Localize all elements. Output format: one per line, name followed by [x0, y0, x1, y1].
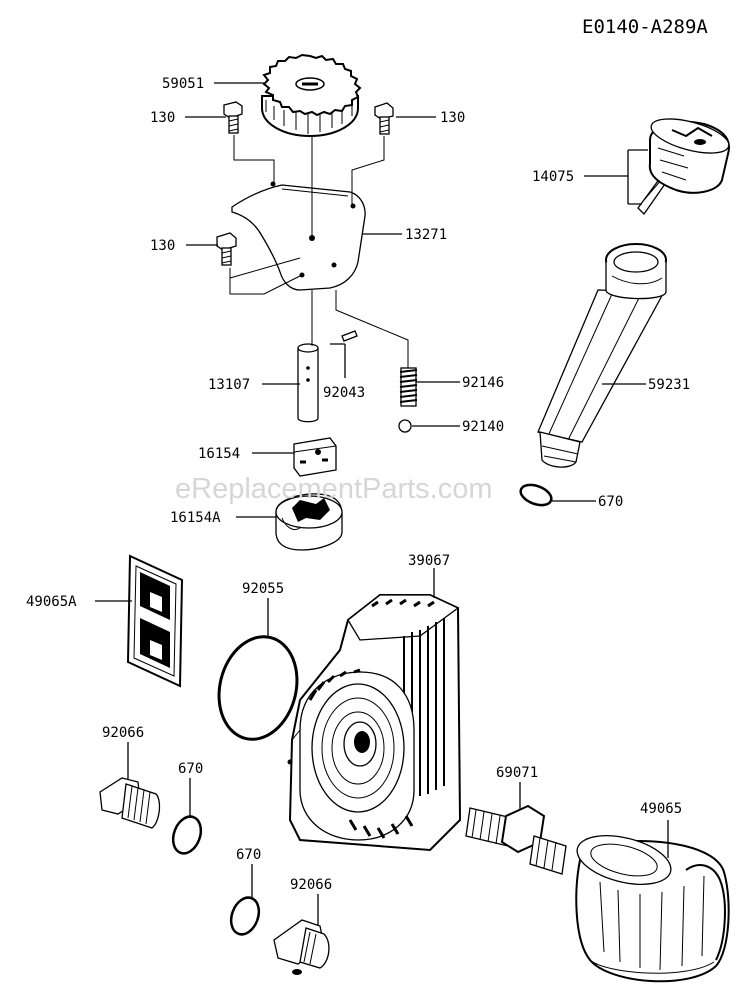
- label-92055: 92055: [242, 581, 284, 597]
- label-92146: 92146: [462, 375, 504, 391]
- label-14075: 14075: [532, 169, 574, 185]
- pin-92043[interactable]: [341, 330, 358, 342]
- label-59051: 59051: [162, 76, 204, 92]
- diagram-code: E0140-A289A: [582, 16, 708, 38]
- label-69071: 69071: [496, 765, 538, 781]
- label-670-a: 670: [598, 494, 623, 510]
- watermark: eReplacementParts.com: [175, 473, 493, 505]
- label-13107: 13107: [208, 377, 250, 393]
- label-92066-a: 92066: [102, 725, 144, 741]
- label-670-b: 670: [178, 761, 203, 777]
- label-16154A: 16154A: [170, 510, 221, 526]
- label-59231: 59231: [648, 377, 690, 393]
- filler-tube-59231[interactable]: [537, 243, 667, 468]
- gear-59051[interactable]: [261, 53, 362, 138]
- label-92066-b: 92066: [290, 877, 332, 893]
- label-130-a: 130: [150, 110, 175, 126]
- label-13271: 13271: [405, 227, 447, 243]
- o-ring-670-left[interactable]: [168, 813, 205, 858]
- ball-92140[interactable]: [398, 419, 412, 433]
- label-130-c: 130: [150, 238, 175, 254]
- spring-92146[interactable]: [399, 367, 418, 407]
- label-92140: 92140: [462, 419, 504, 435]
- label-49065: 49065: [640, 801, 682, 817]
- bolt-130-top-right[interactable]: [374, 102, 394, 135]
- fitting-69071[interactable]: [465, 804, 567, 875]
- label-670-c: 670: [236, 847, 261, 863]
- label-49065A: 49065A: [26, 594, 77, 610]
- o-ring-92055[interactable]: [209, 628, 308, 747]
- oil-screen-49065A[interactable]: [126, 554, 184, 688]
- label-130-b: 130: [440, 110, 465, 126]
- cover-plate-13271[interactable]: [231, 181, 366, 291]
- outer-rotor-16154A[interactable]: [275, 493, 343, 551]
- leader-lines: [95, 82, 669, 926]
- o-ring-670-top[interactable]: [518, 481, 554, 509]
- bolt-130-top-left[interactable]: [223, 101, 243, 134]
- drain-plug-92066-lower[interactable]: [273, 919, 330, 975]
- oil-pump-housing-39067[interactable]: [287, 594, 462, 852]
- bolt-130-left[interactable]: [216, 232, 237, 266]
- inner-rotor-16154[interactable]: [293, 437, 337, 477]
- label-16154: 16154: [198, 446, 240, 462]
- shaft-13107[interactable]: [297, 343, 319, 423]
- dipstick-14075[interactable]: [637, 112, 732, 216]
- o-ring-670-bottom[interactable]: [226, 894, 263, 939]
- drain-plug-92066-upper[interactable]: [99, 777, 161, 829]
- label-92043: 92043: [323, 385, 365, 401]
- oil-filter-49065[interactable]: [572, 827, 730, 983]
- part-labels: 59051 130 130 130 13271 14075 59231 1310…: [26, 76, 690, 893]
- label-39067: 39067: [408, 553, 450, 569]
